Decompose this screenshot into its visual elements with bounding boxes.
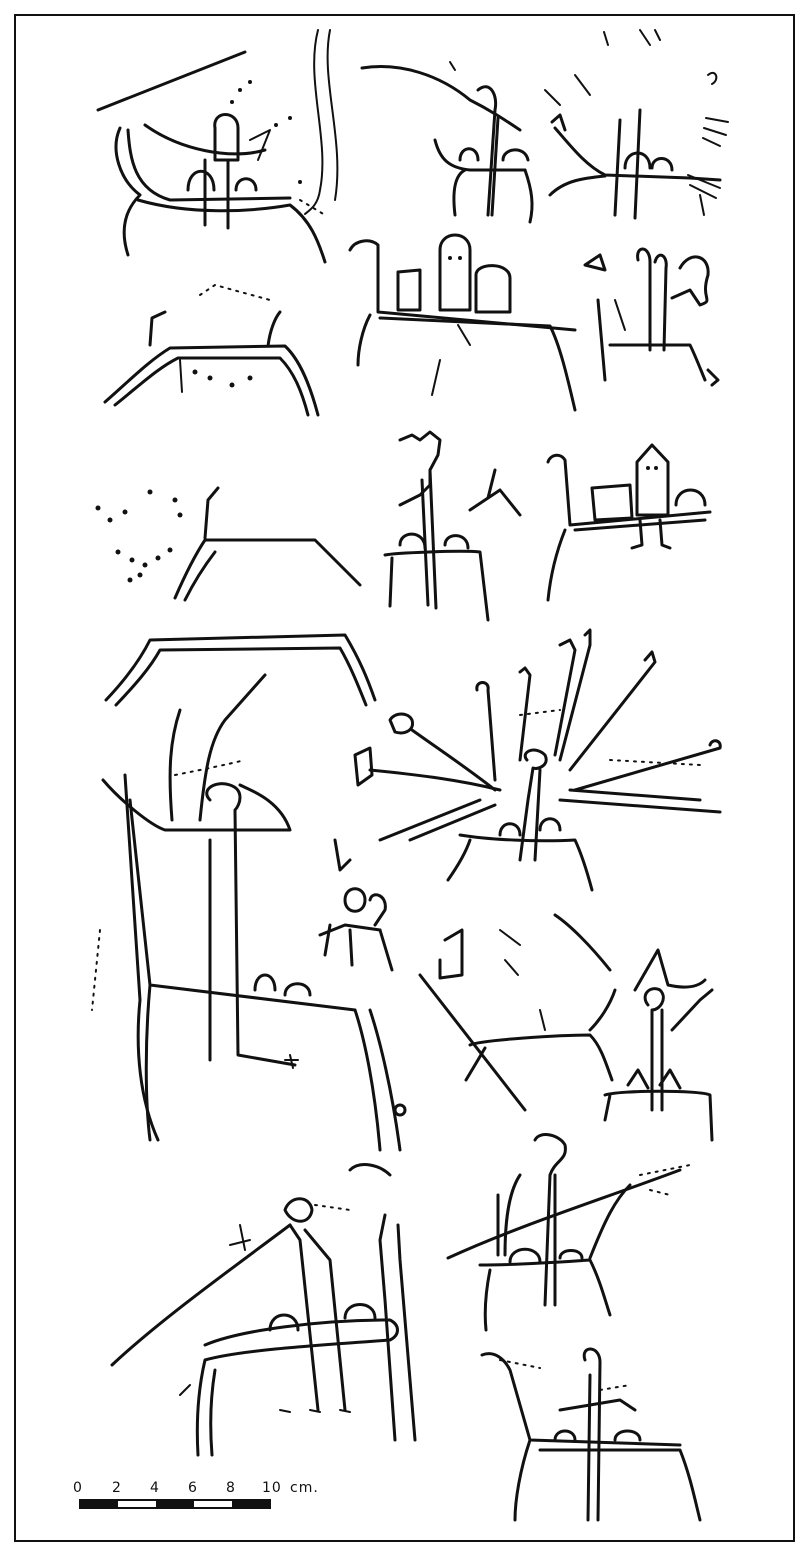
boat-figure-8 xyxy=(383,430,522,622)
boat-figure-12 xyxy=(353,628,722,892)
boat-figure-7 xyxy=(95,486,362,602)
boat-figure-2 xyxy=(360,61,534,224)
boat-figure-13 xyxy=(418,913,714,1142)
scale-tick-6: 6 xyxy=(188,1480,198,1496)
scale-bar: 0 2 4 6 8 10 cm. xyxy=(73,1480,319,1509)
boat-figure-3 xyxy=(544,29,729,220)
scale-tick-8: 8 xyxy=(226,1480,236,1496)
boat-figure-6 xyxy=(583,247,720,387)
plate-frame xyxy=(14,14,795,1542)
scale-tick-0: 0 xyxy=(73,1480,83,1496)
scale-unit: cm. xyxy=(290,1480,319,1496)
boat-figure-15 xyxy=(446,1133,691,1332)
boat-figure-11 xyxy=(318,838,394,972)
boat-figure-10 xyxy=(91,633,407,1152)
boat-figure-5 xyxy=(348,233,577,412)
boat-figure-9 xyxy=(546,443,712,602)
scale-tick-2: 2 xyxy=(112,1480,122,1496)
boat-figure-1 xyxy=(96,29,339,264)
boat-figure-4 xyxy=(103,283,320,417)
scale-tick-10: 10 xyxy=(262,1480,282,1496)
boat-figure-16 xyxy=(480,1347,702,1522)
scale-tick-4: 4 xyxy=(150,1480,160,1496)
boat-figure-14 xyxy=(110,1163,417,1457)
